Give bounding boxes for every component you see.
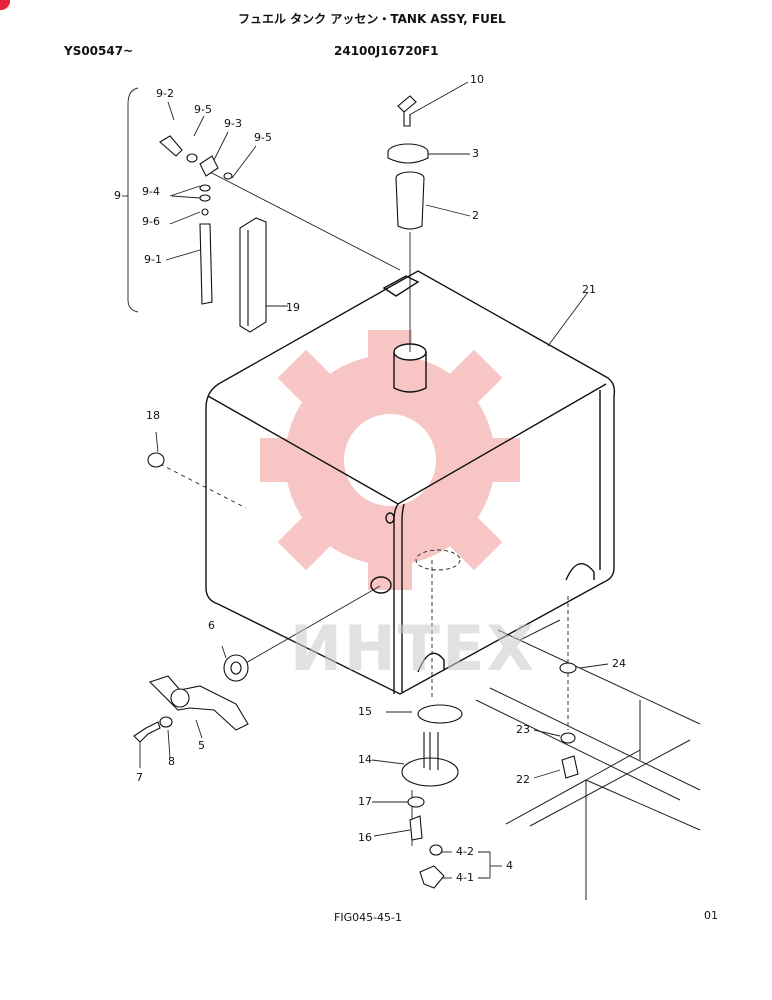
callout-9-6: 9-6 xyxy=(142,215,160,228)
callout-16: 16 xyxy=(358,831,372,844)
callout-9-2: 9-2 xyxy=(156,87,174,100)
watermark-text: ИНТЕХ xyxy=(290,612,537,685)
callout-4: 4 xyxy=(506,859,513,872)
parts xyxy=(133,95,579,889)
callout-9-1: 9-1 xyxy=(144,253,162,266)
callout-18: 18 xyxy=(146,409,160,422)
serial-range: YS00547~ xyxy=(64,44,134,58)
callout-4-1: 4-1 xyxy=(456,871,474,884)
callout-22: 22 xyxy=(516,773,530,786)
machine-frame xyxy=(475,619,701,900)
part-number: 24100J16720F1 xyxy=(334,44,439,58)
callout-9: 9 xyxy=(114,189,121,202)
callout-19: 19 xyxy=(286,301,300,314)
callout-7: 7 xyxy=(136,771,143,784)
callout-23: 23 xyxy=(516,723,530,736)
callout-9-5-a: 9-5 xyxy=(194,103,212,116)
corner-badge xyxy=(0,0,10,10)
figure-number: FIG045-45-1 xyxy=(334,911,403,924)
drawing-title: フュエル タンク アッセン・TANK ASSY, FUEL xyxy=(238,12,506,26)
callout-14: 14 xyxy=(358,753,372,766)
callout-9-5-b: 9-5 xyxy=(254,131,272,144)
callout-15: 15 xyxy=(358,705,372,718)
callout-9-4: 9-4 xyxy=(142,185,160,198)
leader-lines xyxy=(122,81,609,879)
callout-5: 5 xyxy=(198,739,205,752)
callout-2: 2 xyxy=(472,209,479,222)
callout-6: 6 xyxy=(208,619,215,632)
callout-17: 17 xyxy=(358,795,372,808)
callout-10: 10 xyxy=(470,73,484,86)
watermark-gear-icon xyxy=(260,330,520,590)
callout-21: 21 xyxy=(582,283,596,296)
callout-8: 8 xyxy=(168,755,175,768)
callout-3: 3 xyxy=(472,147,479,160)
callout-4-2: 4-2 xyxy=(456,845,474,858)
callout-24: 24 xyxy=(612,657,626,670)
page-number: 01 xyxy=(704,909,718,922)
callout-9-3: 9-3 xyxy=(224,117,242,130)
